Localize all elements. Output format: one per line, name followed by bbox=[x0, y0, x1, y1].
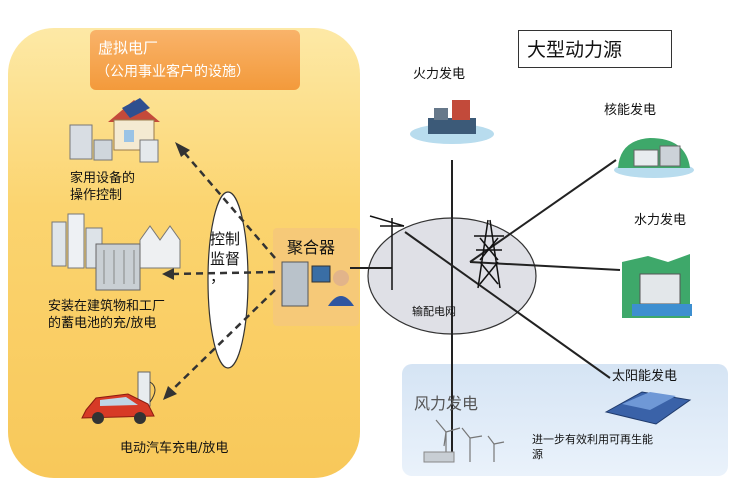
nuclear-plant-icon bbox=[614, 138, 694, 178]
pole-icon bbox=[369, 215, 405, 290]
line-grid-nuclear bbox=[469, 159, 617, 263]
aggregator-computer-icon bbox=[281, 261, 354, 307]
renewable-note-line-1: 进一步有效利用可再生能 bbox=[532, 433, 653, 446]
home-label-line-2: 操作控制 bbox=[70, 188, 123, 203]
wind-power-box bbox=[402, 364, 728, 476]
home-appliance-icon bbox=[69, 98, 160, 163]
battery-label-line-2: 的蓄电池的充/放电 bbox=[48, 316, 157, 331]
control-label: 控制 bbox=[210, 230, 241, 248]
ev-label: 电动汽车充电/放电 bbox=[120, 441, 229, 456]
hydro-label: 水力发电 bbox=[634, 213, 687, 228]
electric-car-icon bbox=[81, 371, 156, 424]
vpp-title: 虚拟电厂 bbox=[98, 39, 159, 57]
line-grid-hydro bbox=[469, 261, 621, 271]
solar-label: 太阳能发电 bbox=[612, 369, 678, 384]
renewable-note-line-2: 源 bbox=[532, 448, 543, 461]
home-label-line-1: 家用设备的 bbox=[70, 171, 136, 186]
vpp-title-box: 虚拟电厂 （公用事业客户的设施） bbox=[90, 30, 300, 90]
wind-label: 风力发电 bbox=[414, 394, 479, 413]
arrow-to-ev bbox=[169, 289, 276, 393]
vpp-subtitle: （公用事业客户的设施） bbox=[96, 64, 250, 80]
thermal-plant-icon bbox=[410, 100, 494, 144]
arrowhead-home bbox=[175, 142, 190, 157]
control-ellipse bbox=[207, 191, 249, 369]
connection-lines bbox=[350, 159, 621, 460]
arrow-to-battery bbox=[171, 270, 276, 276]
control-comma: ， bbox=[210, 268, 226, 286]
monitor-label: 监督 bbox=[210, 250, 241, 268]
battery-label-line-1: 安装在建筑物和工厂 bbox=[48, 299, 166, 314]
grid-label: 输配电网 bbox=[412, 305, 456, 318]
control-arrows bbox=[169, 149, 276, 393]
solar-panel-icon bbox=[604, 391, 692, 425]
arrowhead-battery bbox=[162, 268, 174, 280]
tower-icon bbox=[474, 219, 504, 289]
thermal-label: 火力发电 bbox=[413, 67, 466, 82]
line-grid-solar bbox=[404, 231, 611, 379]
buildings-battery-icon bbox=[51, 213, 181, 291]
aggregator-label: 聚合器 bbox=[287, 238, 336, 257]
hydro-plant-icon bbox=[622, 254, 692, 318]
substation-icon bbox=[423, 451, 455, 463]
nuclear-label: 核能发电 bbox=[604, 103, 657, 118]
arrowhead-ev bbox=[163, 386, 177, 400]
large-power-source-title: 大型动力源 bbox=[518, 30, 672, 68]
